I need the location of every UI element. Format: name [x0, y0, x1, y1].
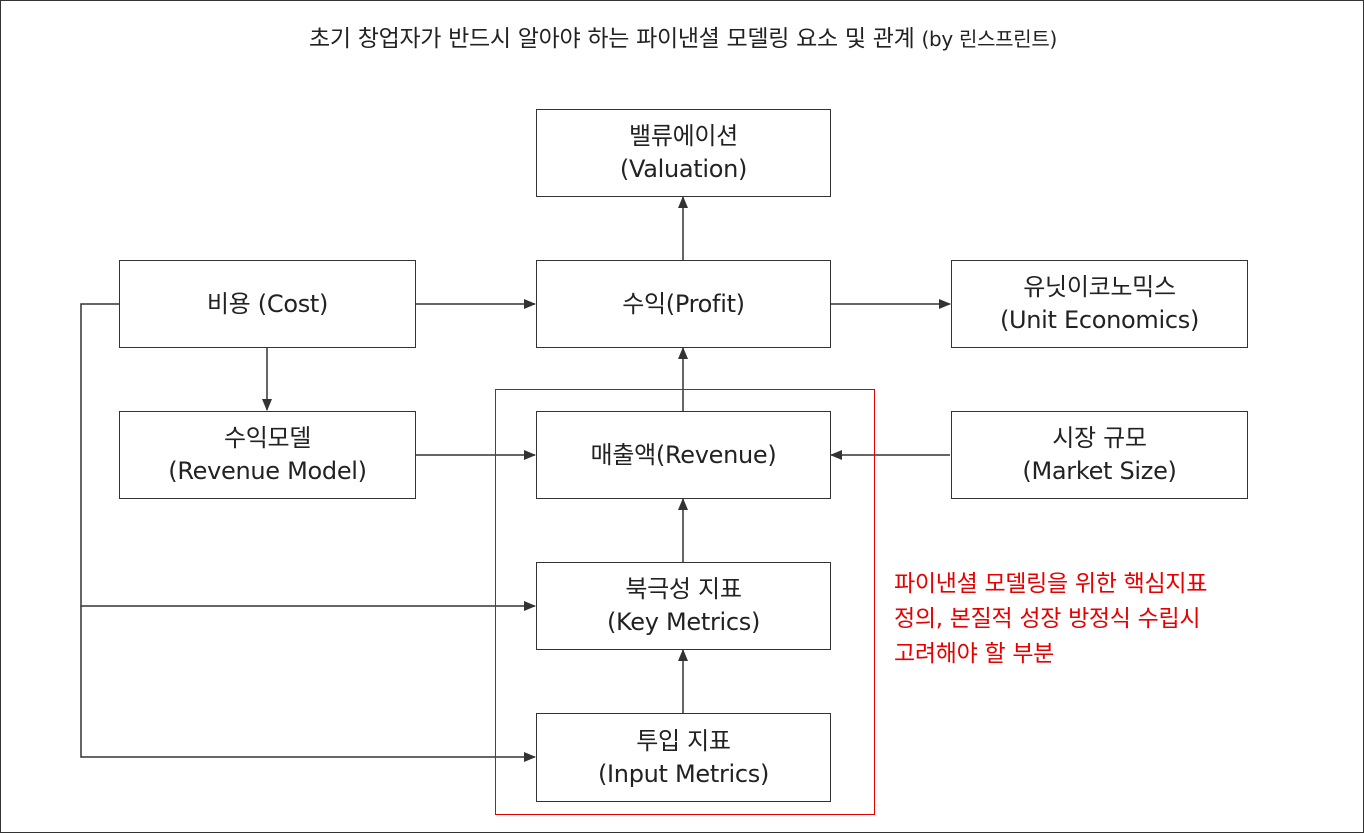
title-attribution: (by 린스프린트)	[921, 27, 1057, 51]
node-cost: 비용 (Cost)	[119, 260, 416, 348]
node-revenue: 매출액(Revenue)	[536, 411, 831, 499]
node-unit-economics: 유닛이코노믹스 (Unit Economics)	[951, 260, 1248, 348]
node-profit-label: 수익(Profit)	[622, 289, 745, 318]
node-valuation: 밸류에이션 (Valuation)	[536, 109, 831, 197]
node-market-size: 시장 규모 (Market Size)	[951, 411, 1248, 499]
node-revenue-model-label: 수익모델	[223, 424, 312, 452]
node-input-metrics-label: 투입 지표	[636, 726, 731, 755]
node-input-metrics-sublabel: (Input Metrics)	[597, 759, 770, 788]
arrow-cost-to-key-metrics	[80, 303, 536, 611]
highlight-note: 파이낸셜 모델링을 위한 핵심지표 정의, 본질적 성장 방정식 수립시 고려해…	[894, 567, 1207, 672]
node-revenue-label: 매출액(Revenue)	[590, 440, 777, 469]
node-key-metrics: 북극성 지표 (Key Metrics)	[536, 562, 831, 650]
node-unit-economics-label: 유닛이코노믹스	[1023, 273, 1176, 301]
node-unit-economics-sublabel: (Unit Economics)	[999, 306, 1200, 334]
node-cost-label: 비용 (Cost)	[206, 289, 329, 318]
node-market-size-label: 시장 규모	[1052, 424, 1147, 452]
node-revenue-model: 수익모델 (Revenue Model)	[119, 411, 416, 499]
node-valuation-sublabel: (Valuation)	[619, 155, 748, 183]
diagram-title: 초기 창업자가 반드시 알아야 하는 파이낸셜 모델링 요소 및 관계 (by …	[1, 19, 1364, 53]
node-key-metrics-label: 북극성 지표	[625, 575, 742, 603]
highlight-note-line-1: 파이낸셜 모델링을 위한 핵심지표	[894, 571, 1208, 597]
node-profit: 수익(Profit)	[536, 260, 831, 348]
node-revenue-model-sublabel: (Revenue Model)	[168, 457, 367, 485]
highlight-note-line-3: 고려해야 할 부분	[894, 641, 1055, 667]
highlight-frame	[495, 389, 875, 815]
node-market-size-sublabel: (Market Size)	[1022, 457, 1177, 485]
node-valuation-label: 밸류에이션	[629, 122, 738, 150]
node-key-metrics-sublabel: (Key Metrics)	[606, 608, 761, 636]
node-input-metrics: 투입 지표 (Input Metrics)	[536, 713, 831, 802]
highlight-note-line-2: 정의, 본질적 성장 방정식 수립시	[894, 606, 1201, 632]
title-main: 초기 창업자가 반드시 알아야 하는 파이낸셜 모델링 요소 및 관계	[309, 26, 915, 52]
arrow-cost-to-input-metrics	[80, 606, 536, 762]
